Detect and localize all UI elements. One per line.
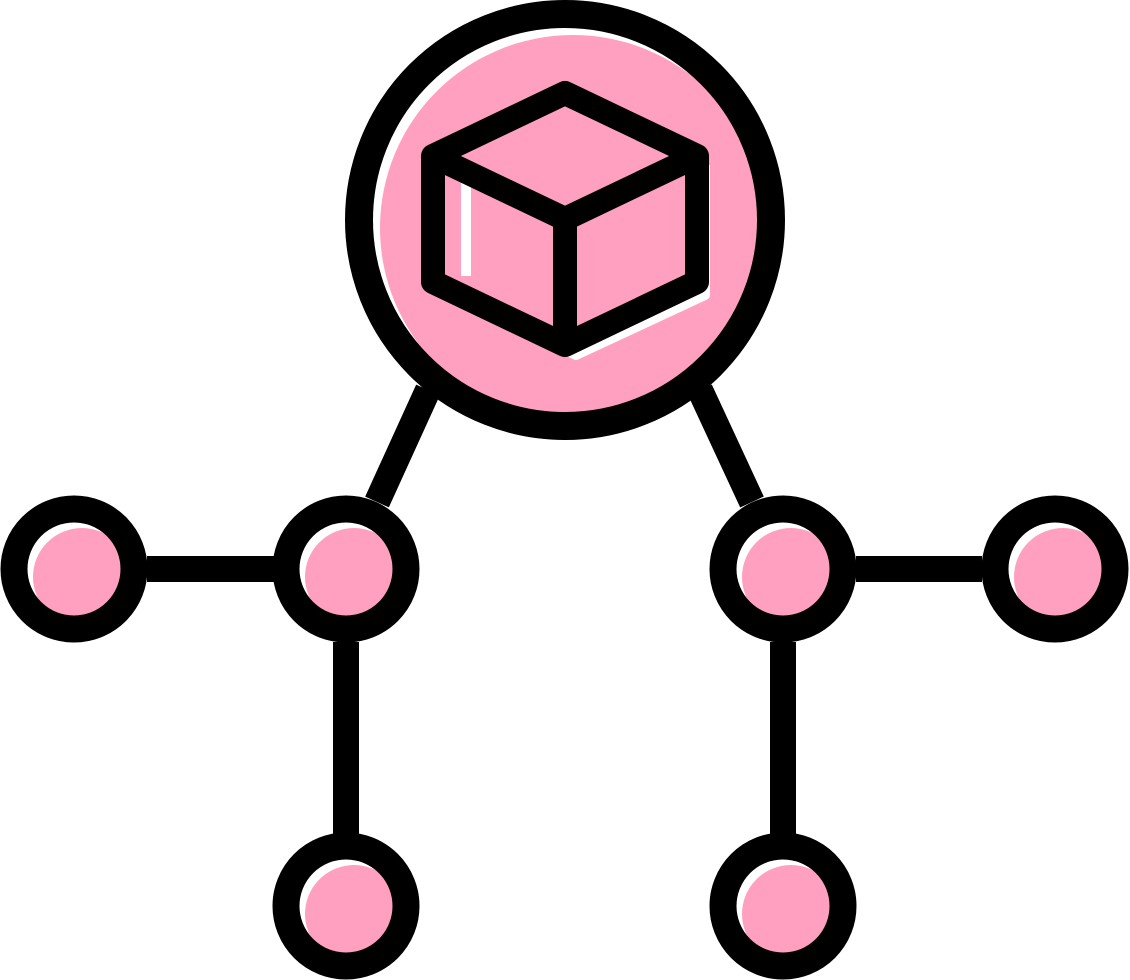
node-right-bottom [709,832,857,980]
node-right-inner [709,495,857,643]
connector-hub-left [365,384,440,508]
connector-hub-right [688,384,764,508]
connector-lines [147,384,982,834]
node-left-bottom [272,832,420,980]
node-right-outer [981,495,1129,643]
node-left-inner [272,495,420,643]
node-left-outer [0,495,148,643]
cube-icon [421,81,710,360]
hub-outline [345,0,785,440]
